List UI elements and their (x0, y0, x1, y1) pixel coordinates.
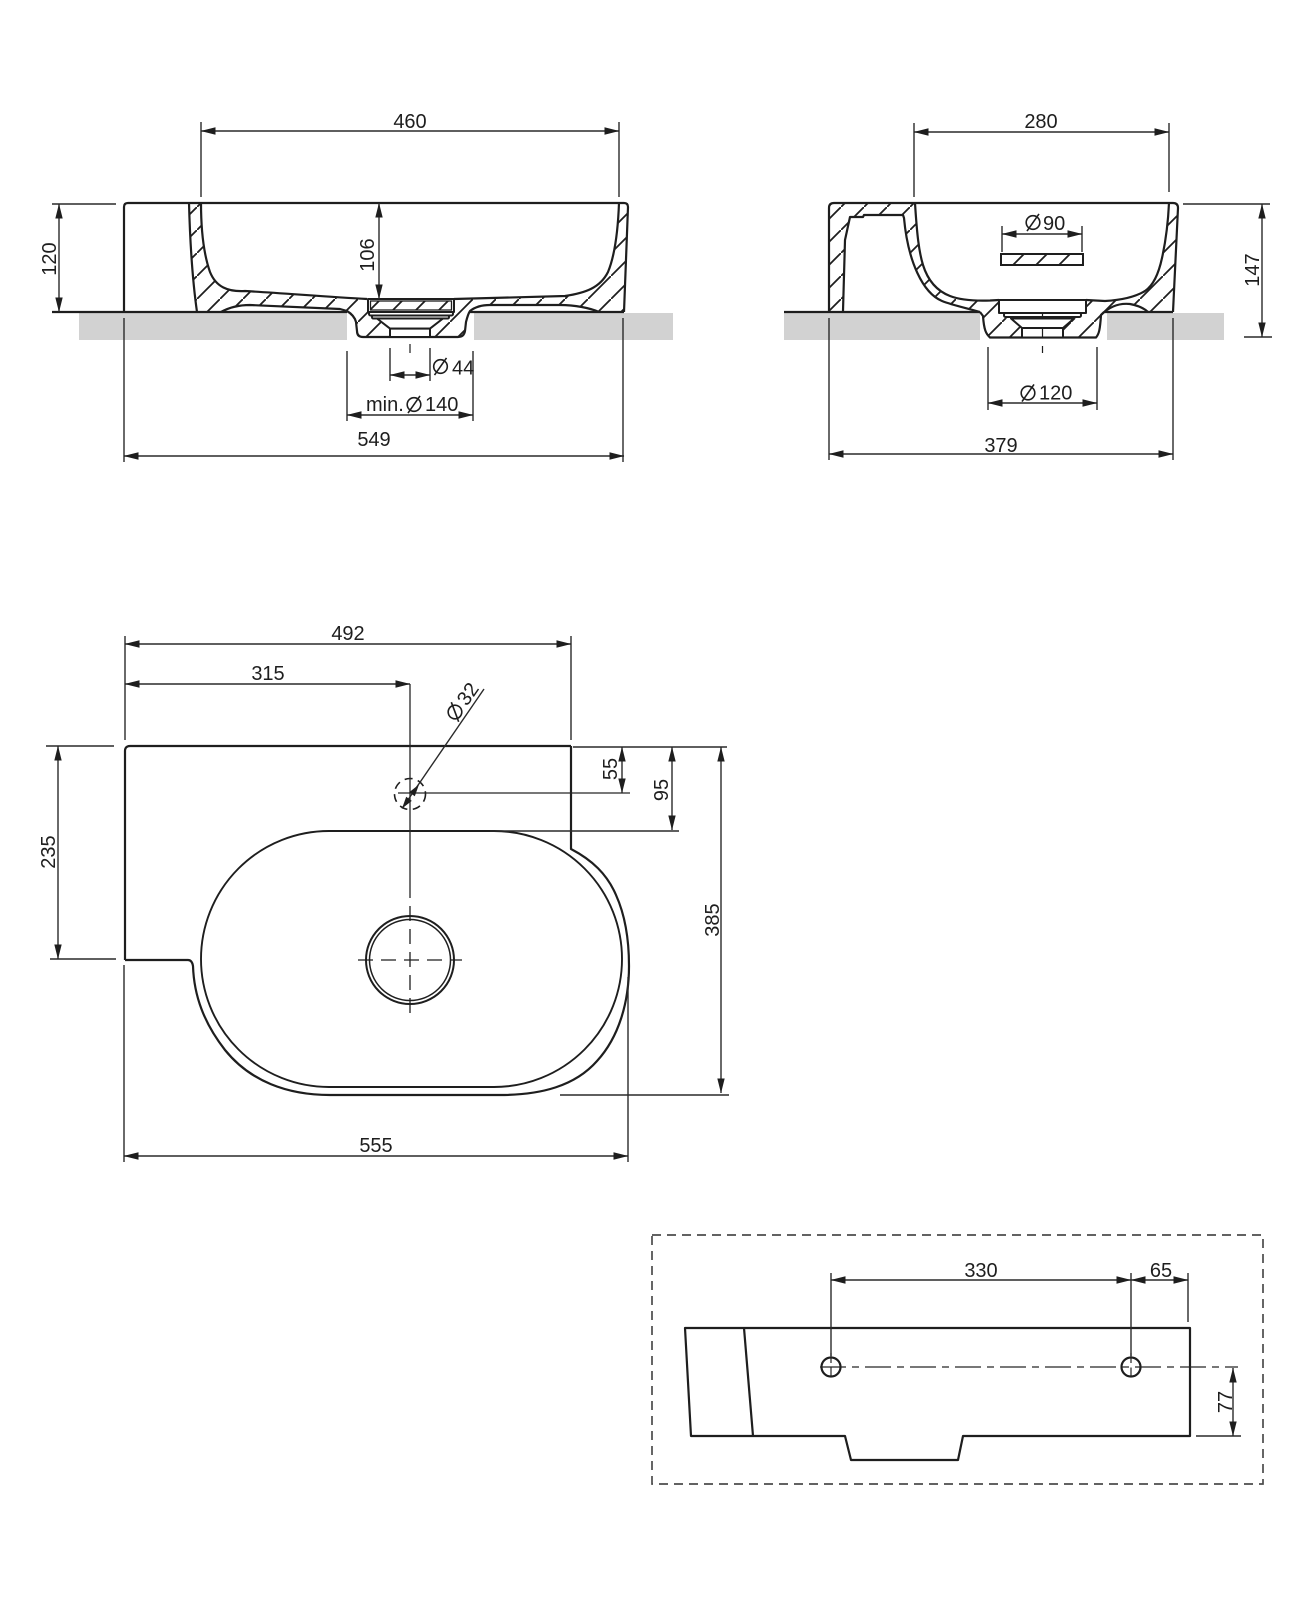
svg-text:235: 235 (38, 835, 60, 868)
svg-text:555: 555 (359, 1135, 392, 1157)
svg-text:280: 280 (1024, 111, 1057, 133)
svg-text:330: 330 (964, 1260, 997, 1282)
svg-text:460: 460 (393, 111, 426, 133)
svg-text:315: 315 (251, 663, 284, 685)
svg-text:492: 492 (331, 623, 364, 645)
svg-text:147: 147 (1242, 253, 1264, 286)
svg-text:140: 140 (425, 394, 458, 416)
svg-text:106: 106 (357, 238, 379, 271)
svg-text:90: 90 (1043, 213, 1065, 235)
svg-text:385: 385 (702, 903, 724, 936)
svg-text:120: 120 (1039, 383, 1072, 405)
svg-text:44: 44 (452, 358, 474, 380)
svg-text:55: 55 (600, 758, 622, 780)
svg-text:65: 65 (1150, 1260, 1172, 1282)
svg-text:77: 77 (1215, 1391, 1237, 1413)
svg-text:95: 95 (651, 779, 673, 801)
svg-text:549: 549 (357, 429, 390, 451)
svg-text:120: 120 (39, 242, 61, 275)
svg-text:min.: min. (366, 394, 404, 416)
svg-text:379: 379 (984, 435, 1017, 457)
